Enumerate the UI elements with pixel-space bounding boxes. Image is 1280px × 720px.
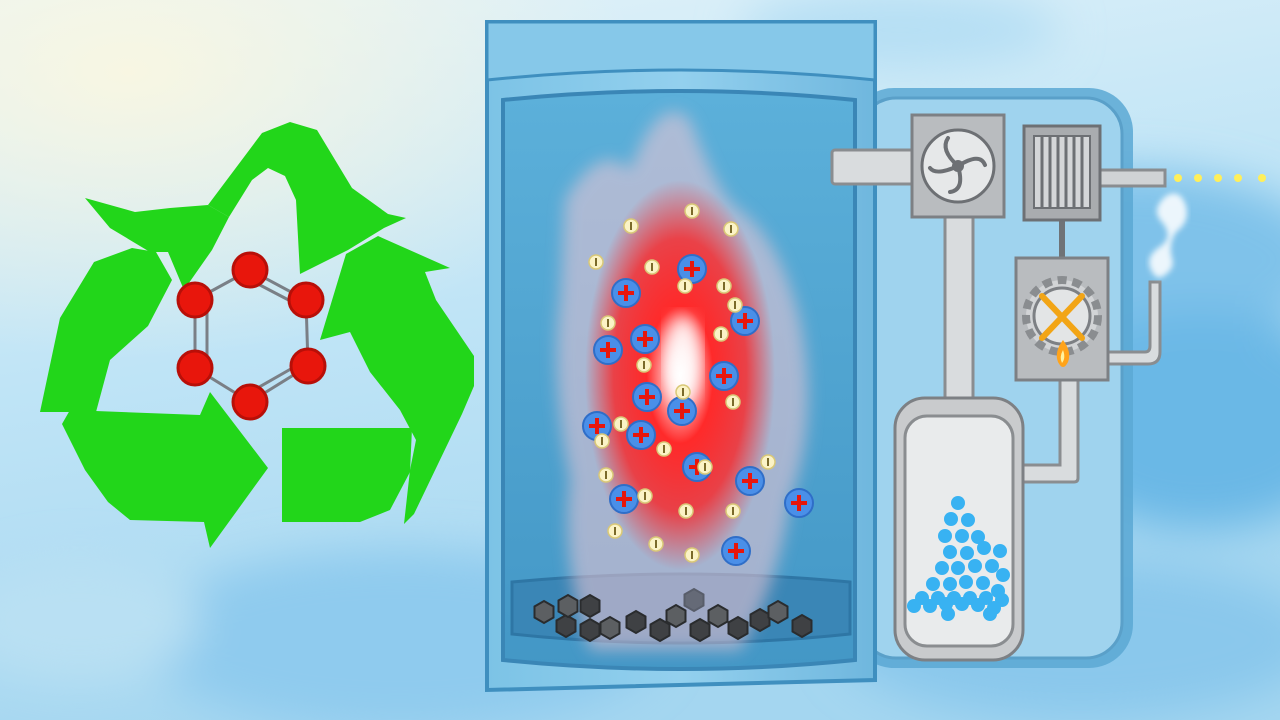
positive-ion <box>735 466 765 496</box>
positive-ion <box>630 324 660 354</box>
waste-piece <box>727 615 749 641</box>
gas-bead <box>938 529 952 543</box>
gas-bead <box>960 546 974 560</box>
fan-icon <box>910 113 1006 219</box>
gas-bead <box>941 607 955 621</box>
electron <box>723 221 739 237</box>
pipes <box>830 148 1167 484</box>
recycle-icon <box>40 122 474 548</box>
waste-piece <box>599 615 621 641</box>
gas-bead <box>977 541 991 555</box>
electron <box>684 203 700 219</box>
waste-piece <box>707 603 729 629</box>
gas-bead <box>951 561 965 575</box>
electron <box>644 259 660 275</box>
electron <box>678 503 694 519</box>
gas-bead <box>993 544 1007 558</box>
benzene-molecule-icon <box>176 251 327 421</box>
waste-piece <box>689 617 711 643</box>
electron <box>623 218 639 234</box>
waste-piece <box>791 613 813 639</box>
waste-piece <box>533 599 555 625</box>
positive-ion <box>632 382 662 412</box>
electron <box>725 503 741 519</box>
waste-piece <box>665 603 687 629</box>
waste-pile <box>533 587 813 643</box>
waste-piece <box>555 613 577 639</box>
gas-bead <box>985 559 999 573</box>
electron <box>725 394 741 410</box>
positive-ion <box>721 536 751 566</box>
plasma-hotspot <box>665 316 701 404</box>
gas-bead <box>926 577 940 591</box>
gas-bead <box>971 598 985 612</box>
gas-bead <box>983 607 997 621</box>
positive-ion <box>611 278 641 308</box>
storage-tank <box>893 396 1025 662</box>
waste-piece <box>749 607 771 633</box>
electron <box>648 536 664 552</box>
electron <box>636 357 652 373</box>
electron <box>588 254 604 270</box>
gas-bead <box>943 577 957 591</box>
gas-bead <box>971 530 985 544</box>
electron <box>613 416 629 432</box>
gas-bead <box>961 513 975 527</box>
gas-bead <box>907 599 921 613</box>
positive-ion <box>667 396 697 426</box>
waste-piece <box>767 599 789 625</box>
electron <box>637 488 653 504</box>
gas-bead <box>955 529 969 543</box>
electron <box>697 459 713 475</box>
waste-piece <box>557 593 579 619</box>
electron <box>675 384 691 400</box>
waste-piece <box>579 617 601 643</box>
gas-bead <box>996 568 1010 582</box>
electron <box>594 433 610 449</box>
electron <box>607 523 623 539</box>
gas-bead <box>923 599 937 613</box>
gas-bead <box>935 561 949 575</box>
electron <box>727 297 743 313</box>
electron <box>684 547 700 563</box>
positive-ion <box>609 484 639 514</box>
gas-bead <box>959 575 973 589</box>
electron <box>656 441 672 457</box>
positive-ion <box>730 306 760 336</box>
gas-bead <box>968 559 982 573</box>
gas-bead <box>943 545 957 559</box>
energy-output-dots <box>1174 174 1266 182</box>
waste-piece <box>649 617 671 643</box>
waste-piece <box>683 587 705 613</box>
steam-icon <box>1149 193 1187 278</box>
positive-ion <box>626 420 656 450</box>
gas-bead <box>955 597 969 611</box>
positive-ion <box>677 254 707 284</box>
electron <box>600 315 616 331</box>
electron <box>760 454 776 470</box>
plasma-particles <box>582 203 814 566</box>
electron <box>716 278 732 294</box>
waste-piece <box>579 593 601 619</box>
gas-bead <box>944 512 958 526</box>
positive-ion <box>709 361 739 391</box>
positive-ion <box>593 335 623 365</box>
flame-icon <box>1056 340 1070 367</box>
waste-piece <box>625 609 647 635</box>
electron <box>598 467 614 483</box>
gas-beads <box>907 496 1010 621</box>
positive-ion <box>784 488 814 518</box>
electron <box>677 278 693 294</box>
gas-bead <box>976 576 990 590</box>
electron <box>713 326 729 342</box>
gas-bead <box>951 496 965 510</box>
